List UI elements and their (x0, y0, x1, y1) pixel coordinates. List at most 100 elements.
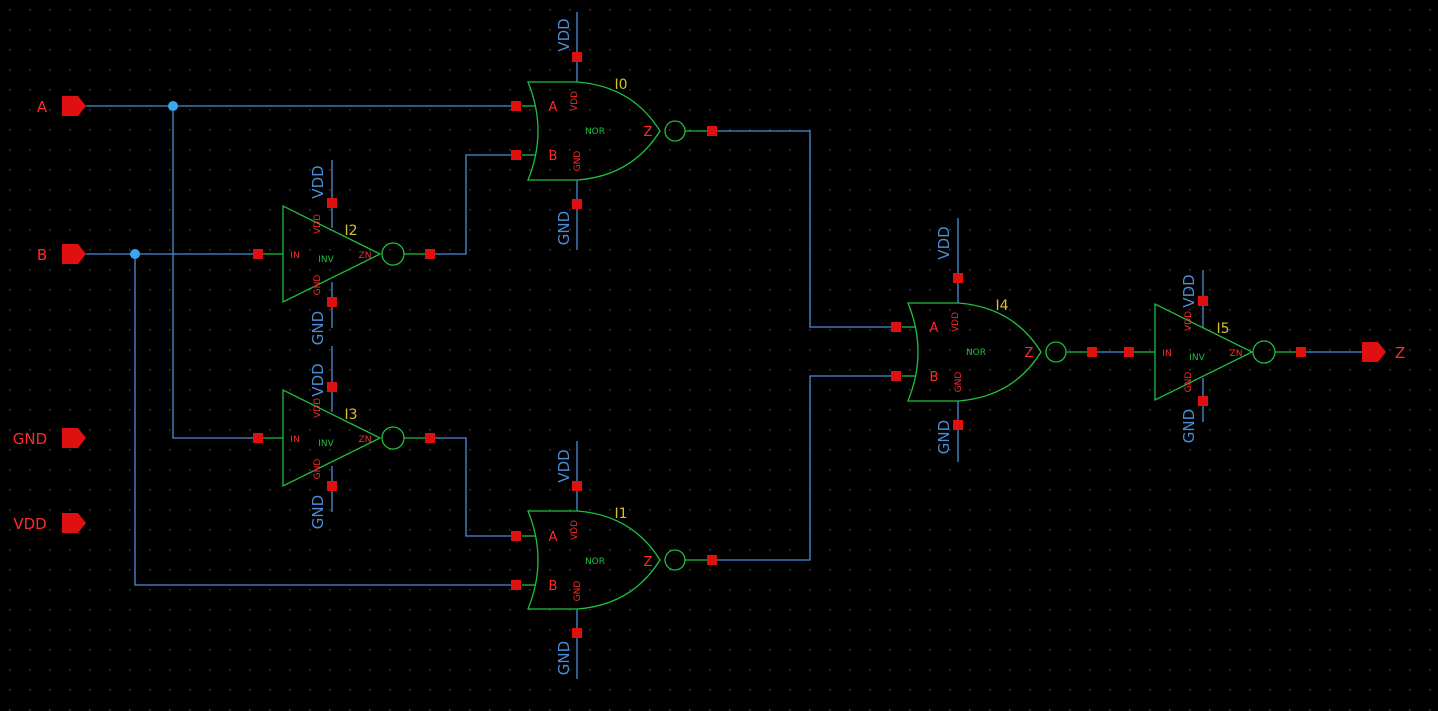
port-z-flag[interactable] (1362, 342, 1386, 362)
i1-pin-z-label: Z (644, 555, 653, 570)
i0-pin-a-label: A (549, 100, 558, 115)
i1-pin-vdd[interactable] (572, 481, 582, 491)
i4-pin-vdd[interactable] (953, 273, 963, 283)
port-b-flag[interactable] (62, 244, 86, 264)
i4-supply-gnd-label: GND (935, 420, 953, 454)
i0-pin-gnd[interactable] (572, 199, 582, 209)
i0-pin-z-label: Z (644, 125, 653, 140)
i3-inner-gnd: GND (313, 459, 323, 480)
i4-inner-gnd: GND (954, 372, 964, 393)
port-gnd[interactable]: GND (13, 428, 86, 448)
i3-pin-in[interactable] (253, 433, 263, 443)
i0-inner-gnd: GND (573, 151, 583, 172)
junction-net-a (168, 101, 178, 111)
gate-i5[interactable]: VDD GND IN ZN VDD GND INV I5 (1124, 270, 1306, 443)
gate-i2[interactable]: VDD GND IN ZN VDD GND INV I2 (253, 160, 435, 345)
i1-nor-body[interactable] (527, 510, 661, 610)
i0-instance-name: I0 (614, 77, 627, 93)
i4-nor-body[interactable] (907, 302, 1042, 402)
i1-pin-z[interactable] (707, 555, 717, 565)
i1-inner-gnd: GND (573, 581, 583, 602)
i4-pin-b-label: B (930, 370, 939, 385)
port-gnd-flag[interactable] (62, 428, 86, 448)
i2-instance-name: I2 (344, 223, 357, 239)
port-z[interactable]: Z (1362, 342, 1405, 362)
i5-pin-gnd[interactable] (1198, 396, 1208, 406)
i1-supply-gnd-label: GND (555, 641, 573, 675)
i4-supply-vdd-label: VDD (935, 226, 953, 259)
i5-supply-gnd-label: GND (1180, 409, 1198, 443)
i4-pin-b[interactable] (891, 371, 901, 381)
wires (86, 105, 1362, 586)
i0-nor-body[interactable] (527, 81, 661, 181)
i0-pin-vdd[interactable] (572, 52, 582, 62)
junction-net-b (130, 249, 140, 259)
i5-inner-vdd: VDD (1184, 311, 1194, 331)
i3-inner-vdd: VDD (313, 398, 323, 418)
i4-pin-z[interactable] (1087, 347, 1097, 357)
gate-i4[interactable]: VDD GND A B Z VDD GND NOR I4 (891, 218, 1097, 462)
i4-pin-z-label: Z (1025, 346, 1034, 361)
port-b[interactable]: B (37, 244, 86, 264)
i1-pin-gnd[interactable] (572, 628, 582, 638)
i5-pin-in[interactable] (1124, 347, 1134, 357)
i3-pin-vdd[interactable] (327, 382, 337, 392)
wire-i1-to-i4[interactable] (712, 375, 896, 561)
i4-pin-a[interactable] (891, 322, 901, 332)
i0-pin-b-label: B (549, 149, 558, 164)
i1-cell-name: NOR (585, 557, 605, 567)
i2-pin-vdd[interactable] (327, 198, 337, 208)
i1-pin-a-label: A (549, 530, 558, 545)
i0-pin-z[interactable] (707, 126, 717, 136)
wire-net-b-branch[interactable] (134, 254, 516, 586)
i2-pin-zn-label: ZN (359, 251, 372, 261)
i2-cell-name: INV (318, 255, 334, 265)
i5-supply-vdd-label: VDD (1180, 274, 1198, 307)
i1-pin-a[interactable] (511, 531, 521, 541)
i1-supply-vdd-label: VDD (555, 449, 573, 482)
i3-supply-gnd-label: GND (309, 495, 327, 529)
i5-pin-in-label: IN (1162, 349, 1171, 359)
i0-pin-a[interactable] (511, 101, 521, 111)
i4-cell-name: NOR (966, 348, 986, 358)
port-a[interactable]: A (37, 96, 86, 116)
i2-pin-zn[interactable] (425, 249, 435, 259)
port-z-label: Z (1395, 344, 1405, 362)
i1-instance-name: I1 (614, 506, 627, 522)
i0-pin-b[interactable] (511, 150, 521, 160)
i2-pin-in[interactable] (253, 249, 263, 259)
wire-i2-to-i0[interactable] (430, 154, 516, 255)
port-a-label: A (37, 98, 48, 116)
wire-i0-to-i4[interactable] (712, 130, 896, 328)
port-vdd[interactable]: VDD (13, 513, 86, 533)
i5-pin-vdd[interactable] (1198, 296, 1208, 306)
i0-supply-vdd-label: VDD (555, 18, 573, 51)
i5-instance-name: I5 (1216, 321, 1229, 337)
i3-pin-gnd[interactable] (327, 481, 337, 491)
i3-pin-zn[interactable] (425, 433, 435, 443)
i1-pin-b[interactable] (511, 580, 521, 590)
i0-cell-name: NOR (585, 127, 605, 137)
i2-pin-gnd[interactable] (327, 297, 337, 307)
port-a-flag[interactable] (62, 96, 86, 116)
gate-i3[interactable]: VDD GND IN ZN VDD GND INV I3 (253, 346, 435, 529)
wire-net-a-branch[interactable] (172, 106, 258, 439)
port-b-label: B (37, 246, 47, 264)
gate-i0[interactable]: VDD GND A B Z VDD GND NOR I0 (511, 12, 717, 250)
i3-cell-name: INV (318, 439, 334, 449)
gate-i1[interactable]: VDD GND A B Z VDD GND NOR I1 (511, 441, 717, 679)
port-vdd-flag[interactable] (62, 513, 86, 533)
i0-supply-gnd-label: GND (555, 211, 573, 245)
i4-pin-a-label: A (930, 321, 939, 336)
i1-inner-vdd: VDD (570, 520, 580, 540)
i0-inner-vdd: VDD (570, 91, 580, 111)
i5-pin-zn-label: ZN (1230, 349, 1243, 359)
i4-pin-gnd[interactable] (953, 420, 963, 430)
i5-cell-name: INV (1189, 353, 1205, 363)
i5-pin-zn[interactable] (1296, 347, 1306, 357)
port-gnd-label: GND (13, 430, 47, 448)
i2-supply-vdd-label: VDD (309, 165, 327, 198)
wire-i3-to-i1[interactable] (430, 437, 516, 537)
